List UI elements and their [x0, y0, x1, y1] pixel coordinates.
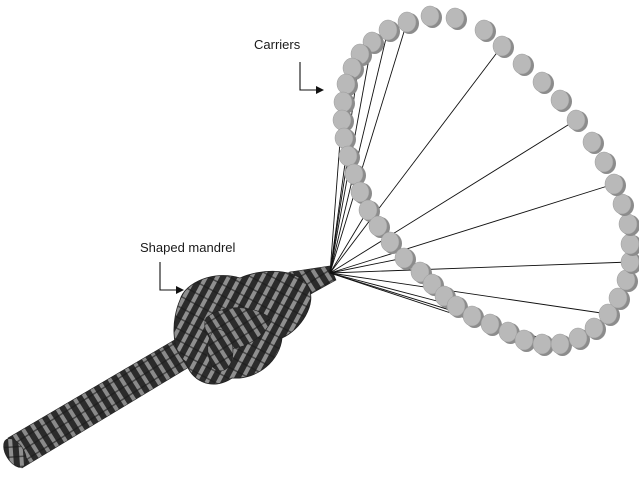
carrier: [583, 132, 604, 154]
carrier: [595, 152, 616, 174]
carrier: [613, 194, 634, 216]
shaped-mandrel-label: Shaped mandrel: [140, 240, 235, 255]
carrier: [493, 36, 514, 58]
yarn-lines: [330, 22, 630, 344]
carrier: [513, 54, 534, 76]
shaped-mandrel: [0, 266, 336, 471]
carrier: [475, 20, 496, 42]
carrier: [515, 330, 536, 352]
carrier: [551, 90, 572, 112]
carrier: [421, 6, 442, 28]
carrier-ring: [333, 6, 639, 356]
carrier: [619, 214, 639, 236]
carrier: [605, 174, 626, 196]
carrier: [398, 12, 419, 34]
mandrel-arrow: [160, 262, 184, 294]
carrier: [621, 234, 639, 256]
carrier: [567, 110, 588, 132]
carriers-label: Carriers: [254, 37, 300, 52]
carriers-arrow: [300, 62, 324, 94]
carrier: [446, 8, 467, 30]
carrier: [533, 72, 554, 94]
